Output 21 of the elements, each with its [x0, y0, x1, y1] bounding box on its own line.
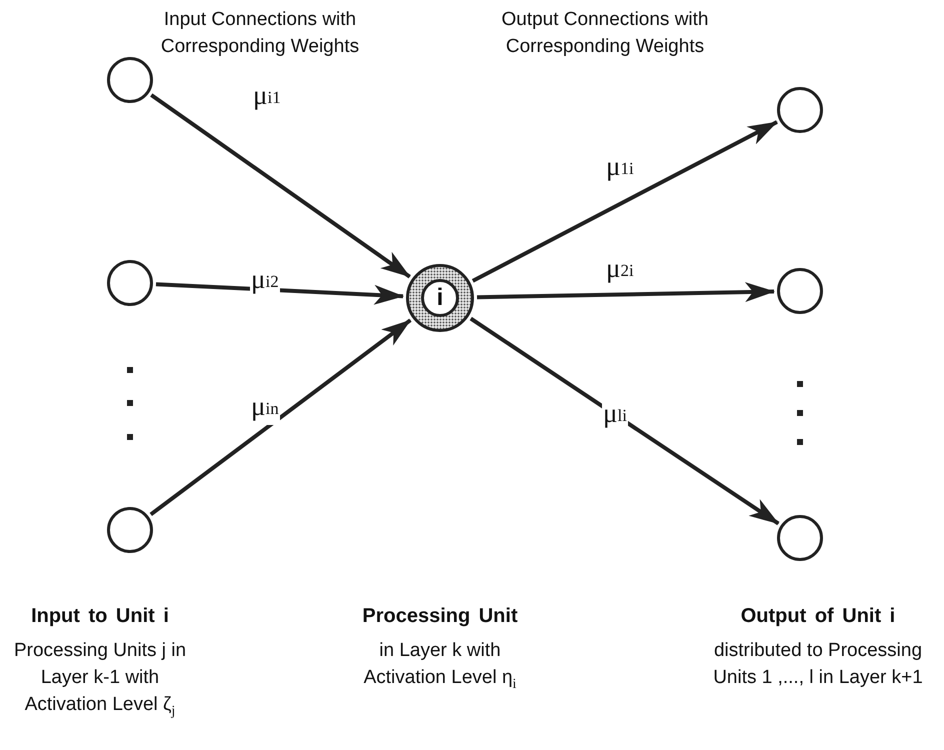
- arrow: [472, 120, 778, 283]
- column-heading: Input to Unit i: [30, 604, 170, 629]
- arrow: [156, 282, 404, 305]
- column-heading: Output of Unit i: [740, 604, 896, 629]
- unit-circle: [777, 268, 823, 314]
- unit-circle: [777, 87, 823, 133]
- description-text: distributed to Processing Units 1 ,..., l in Layer k+1: [712, 639, 924, 690]
- connections-caption: Input Connections with Corresponding Weights: [160, 8, 360, 59]
- description-text: Processing Units j in Layer k-1 with Activation Level ζ$_{j}$: [12, 639, 188, 721]
- description-text: in Layer k with Activation Level η$_{i}$: [362, 639, 518, 694]
- arrow: [476, 282, 775, 302]
- arrow: [150, 93, 411, 278]
- connections-caption: Output Connections with Corresponding Weights: [500, 8, 710, 59]
- arrow: [470, 316, 780, 526]
- unit-label: i: [421, 279, 459, 317]
- unit-circle: [107, 507, 153, 553]
- unit-circle: [777, 515, 823, 561]
- arrow: [150, 318, 412, 516]
- unit-circle: [107, 260, 153, 306]
- column-heading: Processing Unit: [361, 604, 519, 629]
- unit-circle: [107, 57, 153, 103]
